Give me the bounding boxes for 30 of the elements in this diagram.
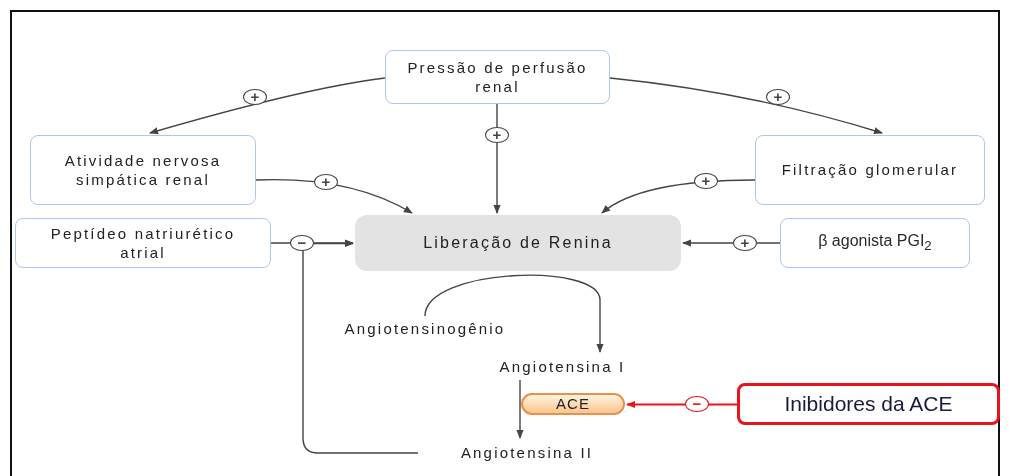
arrow: [682, 239, 781, 247]
edge-label: −: [290, 235, 314, 251]
arrow: [302, 239, 419, 454]
arrow: [626, 400, 738, 409]
edge-label: +: [766, 89, 790, 105]
arrow: [270, 239, 354, 247]
process-box: Liberação de Renina: [355, 215, 681, 271]
arrow: [601, 179, 756, 214]
process-box: Atividade nervosa simpática renal: [30, 135, 256, 205]
process-box: Peptídeo natriurético atrial: [15, 218, 271, 268]
arrow: [255, 178, 413, 214]
arrow: [149, 77, 386, 135]
edge-label: −: [685, 396, 709, 412]
edge-label: +: [485, 127, 509, 143]
enzyme-pill: ACE: [521, 393, 625, 415]
edge-label: +: [243, 89, 267, 105]
arrow: [516, 379, 524, 439]
process-box: Pressão de perfusão renal: [385, 50, 610, 104]
edge-label: +: [314, 174, 338, 190]
edge-label: +: [694, 173, 718, 189]
text-label: Angiotensina II: [418, 440, 636, 466]
arrow: [609, 77, 883, 135]
text-label: Angiotensina I: [455, 354, 670, 380]
process-box: Filtração glomerular: [755, 135, 985, 205]
arrow: [424, 274, 604, 353]
arrow: [493, 103, 501, 214]
text-label: Angiotensinogênio: [305, 316, 545, 342]
process-box: β agonista PGI$_{2}$: [780, 218, 970, 268]
edge-label: +: [733, 235, 757, 251]
highlight-box: Inibidores da ACE: [737, 383, 1000, 425]
